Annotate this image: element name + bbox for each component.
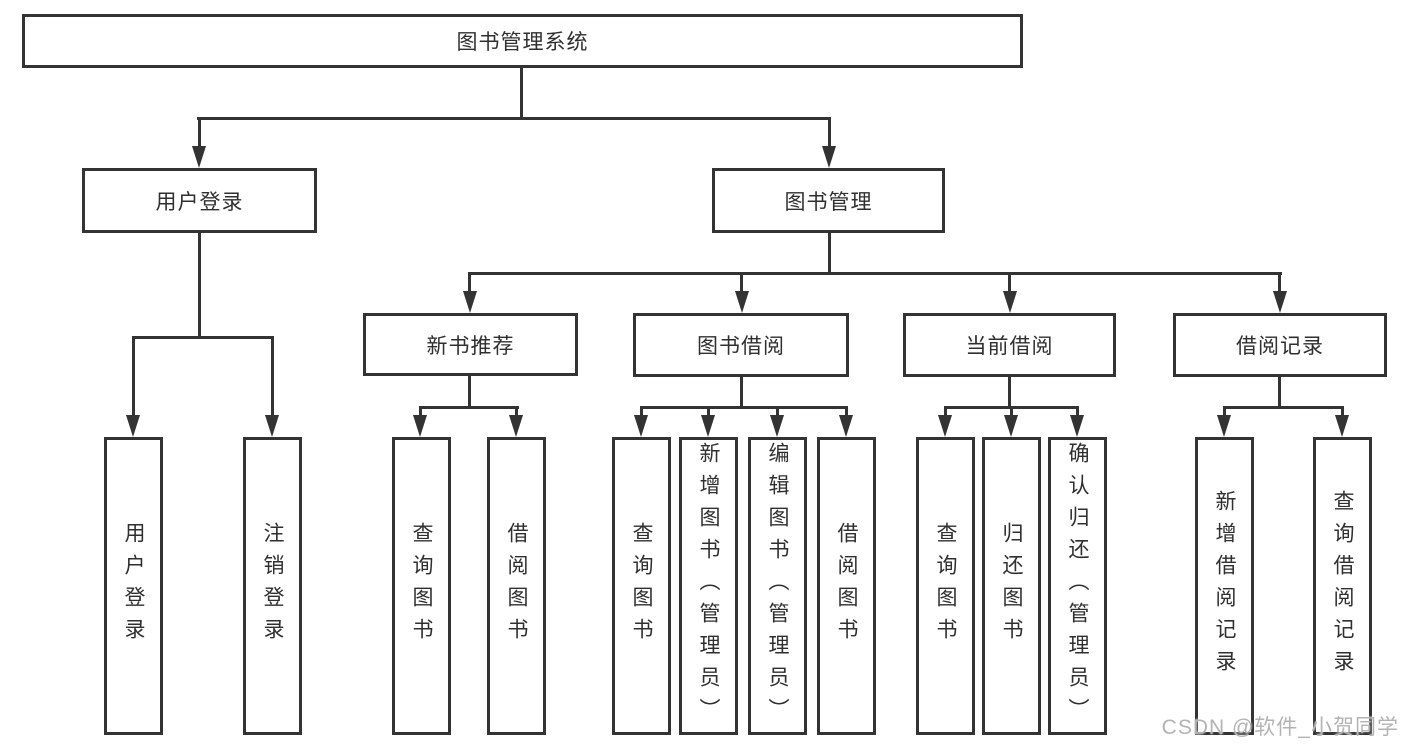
- leaf-bb-edit-books-admin: 编辑图书（管理员）: [748, 437, 807, 735]
- connector-newbooks-stem: [468, 376, 471, 409]
- connector-root-drop-left: [198, 117, 201, 148]
- node-label: 借阅记录: [1236, 335, 1324, 358]
- arrow-down-icon: [1003, 291, 1017, 313]
- connector-borrow-drop2: [707, 406, 710, 417]
- leaf-nb-borrow-books: 借阅图书: [487, 437, 546, 735]
- arrow-down-icon: [1335, 415, 1349, 437]
- connector-bookmgmt-stem: [828, 233, 831, 275]
- arrow-down-icon: [509, 415, 523, 437]
- node-label: 当前借阅: [965, 335, 1054, 358]
- node-borrow-records: 借阅记录: [1173, 313, 1387, 377]
- leaf-rec-add-record: 新增借阅记录: [1195, 437, 1254, 735]
- connector-bookmgmt-hbar: [468, 272, 1282, 275]
- leaf-cb-return-books: 归还图书: [982, 437, 1041, 735]
- node-book-management: 图书管理: [712, 168, 945, 233]
- arrow-down-icon: [1273, 291, 1287, 313]
- connector-records-hbar: [1223, 406, 1344, 409]
- node-label: 编辑图书（管理员）: [766, 442, 789, 730]
- node-label: 借阅图书: [835, 522, 858, 650]
- connector-records-drop2: [1341, 406, 1344, 417]
- connector-current-drop2: [1010, 406, 1013, 417]
- node-book-borrow: 图书借阅: [633, 313, 849, 377]
- node-new-book-recommend: 新书推荐: [363, 313, 578, 376]
- connector-borrow-drop4: [845, 406, 848, 417]
- arrow-down-icon: [413, 415, 427, 437]
- csdn-watermark: CSDN @软件_小贺同学: [1161, 716, 1399, 739]
- node-label: 新书推荐: [426, 334, 515, 358]
- node-label: 查询图书: [410, 522, 433, 650]
- connector-bookmgmt-drop1: [468, 272, 471, 293]
- connector-borrow-drop1: [640, 406, 643, 417]
- leaf-cb-query-books: 查询图书: [916, 437, 975, 735]
- connector-newbooks-hbar: [419, 406, 519, 409]
- connector-borrow-stem: [740, 377, 743, 409]
- arrow-down-icon: [735, 291, 749, 313]
- connector-newbooks-drop2: [515, 406, 518, 417]
- connector-userlogin-drop2: [271, 336, 274, 417]
- connector-newbooks-drop1: [419, 406, 422, 417]
- connector-current-drop1: [944, 406, 947, 417]
- arrow-down-icon: [1217, 415, 1231, 437]
- arrow-down-icon: [634, 415, 648, 437]
- node-label: 用户登录: [155, 190, 244, 214]
- node-label: 查询图书: [630, 522, 653, 650]
- arrow-down-icon: [463, 291, 477, 313]
- arrow-down-icon: [265, 415, 279, 437]
- connector-records-drop1: [1223, 406, 1226, 417]
- connector-current-stem: [1008, 377, 1011, 409]
- connector-borrow-drop3: [776, 406, 779, 417]
- node-label: 查询借阅记录: [1331, 490, 1354, 682]
- connector-bookmgmt-drop4: [1278, 272, 1281, 293]
- connector-root-drop-right: [828, 117, 831, 148]
- node-label: 图书借阅: [697, 335, 785, 358]
- connector-userlogin-drop1: [132, 336, 135, 417]
- node-user-login: 用户登录: [82, 168, 317, 233]
- arrow-down-icon: [1004, 415, 1018, 437]
- leaf-rec-query-record: 查询借阅记录: [1313, 437, 1372, 735]
- connector-records-stem: [1278, 377, 1281, 409]
- node-label: 用户登录: [122, 522, 145, 650]
- arrow-down-icon: [822, 146, 836, 168]
- leaf-bb-add-books-admin: 新增图书（管理员）: [679, 437, 738, 735]
- connector-root-stem: [520, 68, 523, 120]
- connector-current-drop3: [1076, 406, 1079, 417]
- arrow-down-icon: [770, 415, 784, 437]
- arrow-down-icon: [126, 415, 140, 437]
- arrow-down-icon: [938, 415, 952, 437]
- node-label: 借阅图书: [505, 522, 528, 650]
- node-label: 确认归还（管理员）: [1066, 442, 1089, 730]
- arrow-down-icon: [839, 415, 853, 437]
- node-label: 归还图书: [1000, 522, 1023, 650]
- leaf-nb-query-books: 查询图书: [392, 437, 451, 735]
- leaf-bb-query-books: 查询图书: [612, 437, 671, 735]
- connector-userlogin-hbar: [132, 336, 274, 339]
- connector-bookmgmt-drop3: [1008, 272, 1011, 293]
- connector-borrow-hbar: [640, 406, 848, 409]
- node-label: 新增图书（管理员）: [697, 442, 720, 730]
- connector-userlogin-stem: [198, 232, 201, 339]
- node-label: 图书管理: [784, 190, 873, 214]
- node-label: 图书管理系统: [456, 31, 589, 54]
- connector-root-hbar: [197, 117, 831, 120]
- connector-bookmgmt-drop2: [740, 272, 743, 293]
- leaf-user-login: 用户登录: [104, 437, 163, 735]
- arrow-down-icon: [1070, 415, 1084, 437]
- node-label: 注销登录: [261, 522, 284, 650]
- arrow-down-icon: [192, 146, 206, 168]
- arrow-down-icon: [701, 415, 715, 437]
- leaf-cb-confirm-return-admin: 确认归还（管理员）: [1048, 437, 1107, 735]
- node-current-borrow: 当前借阅: [903, 313, 1116, 377]
- node-label: 查询图书: [934, 522, 957, 650]
- leaf-logout: 注销登录: [243, 437, 302, 735]
- node-label: 新增借阅记录: [1213, 490, 1236, 682]
- leaf-bb-borrow-books: 借阅图书: [817, 437, 876, 735]
- node-root: 图书管理系统: [22, 14, 1023, 68]
